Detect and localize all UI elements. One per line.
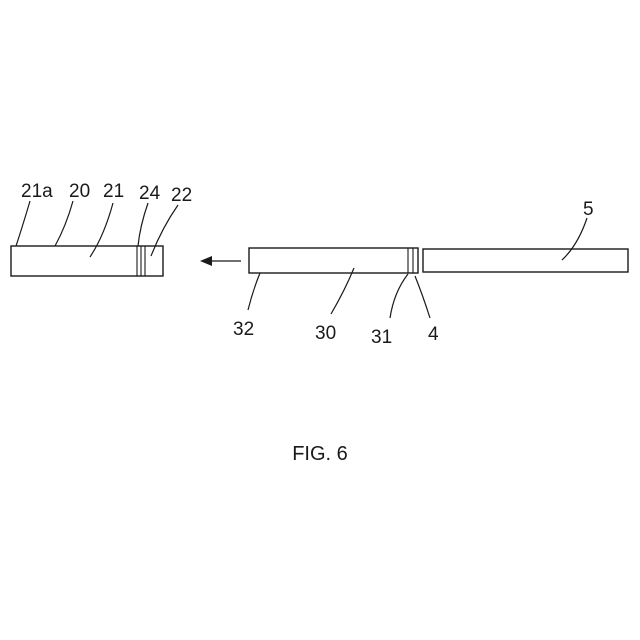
ref-31-label: 31	[371, 327, 392, 348]
ref-21a-label: 21a	[21, 181, 53, 202]
ref-20-label: 20	[69, 181, 90, 202]
middle-tube-assembly	[249, 248, 418, 273]
left-cartridge-assembly	[11, 246, 163, 276]
ref-32-label: 32	[233, 319, 254, 340]
figure-caption: FIG. 6	[292, 443, 348, 465]
ref-5-label: 5	[583, 199, 594, 220]
ref-30-label: 30	[315, 323, 336, 344]
direction-arrow-icon	[200, 256, 241, 266]
leader-30	[331, 268, 354, 314]
leader-31	[390, 274, 408, 318]
leader-4	[415, 276, 430, 318]
ref-4-label: 4	[428, 324, 439, 345]
leader-32	[248, 273, 260, 310]
ref-22-label: 22	[171, 185, 192, 206]
ref-24-label: 24	[139, 183, 161, 204]
left-cartridge-body	[11, 246, 163, 276]
ref-21-label: 21	[103, 181, 124, 202]
leader-24	[138, 203, 148, 246]
leader-21a	[16, 201, 30, 246]
leader-20	[55, 201, 73, 246]
right-rod	[423, 249, 628, 272]
middle-tube-body	[249, 248, 418, 273]
